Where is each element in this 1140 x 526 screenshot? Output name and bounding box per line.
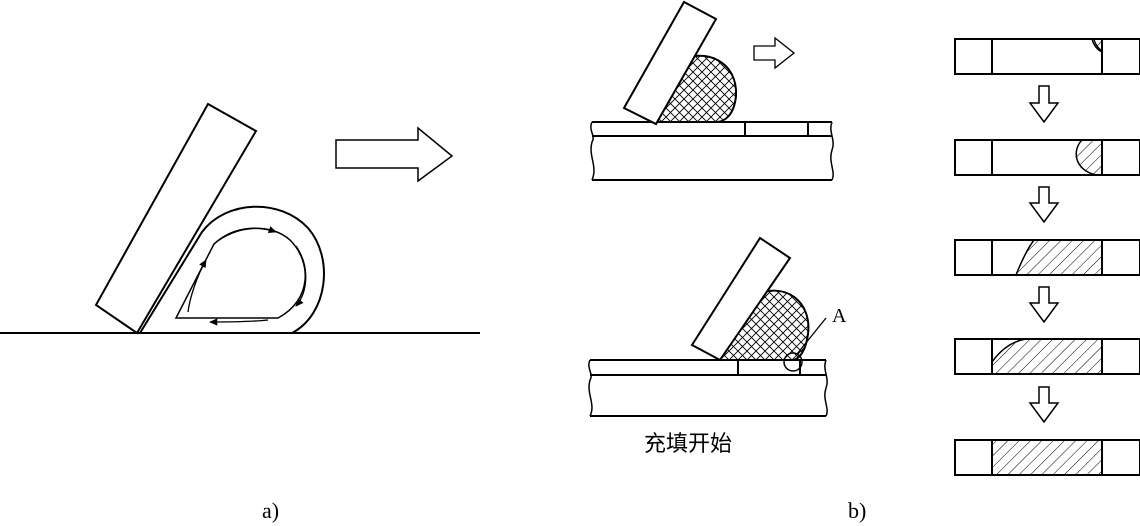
sequence-stage-2 — [954, 139, 1140, 176]
panel-a — [0, 102, 480, 335]
point-a-leader — [796, 317, 827, 355]
material-blob — [138, 205, 325, 334]
point-a-circle — [783, 352, 803, 372]
plate-right-break — [830, 121, 834, 181]
down-arrow-icon — [1028, 85, 1060, 124]
sequence-stage-4 — [954, 338, 1140, 375]
hollow-arrow-right-icon — [753, 36, 796, 70]
panel-b-label: b) — [848, 498, 866, 523]
plate-left-break — [588, 359, 593, 417]
down-arrow-icon — [1028, 286, 1060, 324]
sequence-stage-1 — [954, 38, 1140, 75]
down-arrow-icon — [1028, 386, 1060, 424]
panel-a-label: a) — [262, 498, 279, 523]
point-a-label: A — [832, 305, 847, 327]
flow-arrow-left — [187, 259, 207, 313]
material-crosshatch — [716, 289, 810, 361]
flow-arrow-right — [295, 245, 307, 307]
sequence-stage-5 — [954, 439, 1140, 476]
tool-rectangle — [690, 236, 792, 362]
sequence-stage-3 — [954, 239, 1140, 276]
tool-rectangle — [94, 102, 258, 335]
plate-left-break — [590, 121, 595, 181]
panel-b-caption: 充填开始 — [644, 432, 732, 457]
down-arrow-icon — [1028, 186, 1060, 224]
panel-b-top — [590, 0, 834, 181]
panel-b-bottom — [588, 236, 828, 417]
plate-right-break — [824, 359, 828, 417]
flow-arrow-bottom — [209, 318, 269, 326]
flow-arrows — [187, 226, 307, 326]
sequence-column — [954, 38, 1140, 476]
tool-rectangle — [622, 0, 718, 126]
hollow-arrow-right-icon — [335, 126, 454, 183]
flow-arrow-top — [213, 226, 277, 245]
